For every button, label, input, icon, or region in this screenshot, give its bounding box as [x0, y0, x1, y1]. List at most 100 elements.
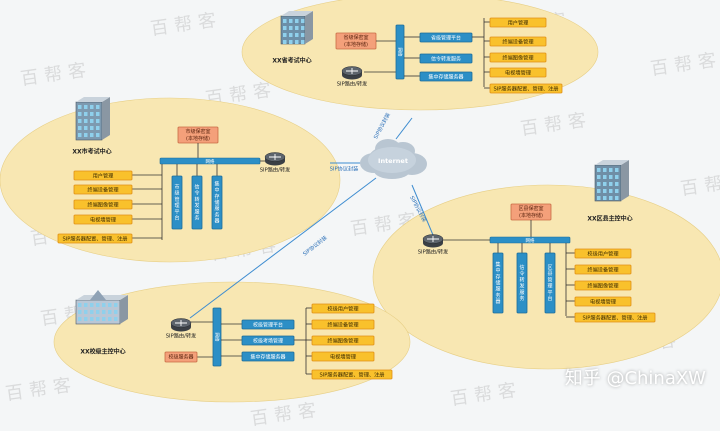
province-right-3 [489, 67, 547, 78]
district-switch-label: 网络 [526, 237, 535, 244]
district-vert-0-char: 器 [495, 299, 500, 305]
internet-cloud [360, 139, 427, 179]
district-vert-0-char: 中 [495, 267, 500, 274]
district-title: XX区县主控中心 [587, 215, 632, 223]
city-vert-2-char: 务 [214, 211, 219, 218]
district-right-1 [574, 264, 632, 275]
district-vert-2-char: 平 [547, 290, 552, 296]
school-mid-1-label: 校级考场管理 [253, 338, 283, 345]
district-vert-2-char: 台 [547, 295, 552, 302]
city-region [0, 97, 341, 263]
school-building [75, 295, 128, 325]
district-vert-0-char: 储 [495, 280, 500, 287]
school-switch-label: 网络 [214, 333, 221, 342]
school-right-1-label: 终端设备管理 [327, 321, 359, 329]
city-vert-1-char: 服 [194, 209, 199, 215]
province-right-0-label: 用户管理 [508, 19, 530, 27]
link-province [395, 117, 413, 140]
district-vert-1 [516, 252, 528, 314]
district-vert-0-char: 存 [495, 273, 500, 280]
city-left-3-label: 电视墙管理 [90, 216, 117, 224]
school-right-2-label: 终端图像管理 [327, 337, 359, 345]
province-mid-0-label: 省级管理平台 [431, 35, 461, 42]
city-left-4-label: SIP服务器配置、管理、注册 [62, 235, 127, 243]
city-vert-1-char: 务 [194, 215, 199, 222]
link-school [189, 177, 377, 319]
city-title: XX市考试中心 [72, 148, 111, 156]
city-building [75, 97, 110, 141]
city-left-2 [73, 199, 133, 210]
district-vert-2-char: 理 [547, 284, 552, 290]
link-label-city: SIP协议封装 [330, 165, 359, 173]
school-router-label: SIP路由/转发 [166, 332, 196, 340]
school-right-3 [311, 351, 375, 362]
school-storage [164, 351, 198, 363]
school-mid-1 [241, 335, 295, 346]
district-right-0 [574, 248, 632, 259]
district-vert-1-char: 信 [519, 264, 524, 271]
province-right-4 [489, 83, 563, 94]
school-mid-2 [241, 351, 295, 362]
city-vert-2-char: 集 [214, 180, 219, 187]
school-mid-0 [241, 319, 295, 330]
city-vert-1 [191, 175, 203, 230]
city-vert-0-char: 管 [174, 196, 179, 203]
city-vert-2-char: 服 [214, 206, 219, 212]
city-vert-0-char: 理 [174, 203, 179, 209]
province-right-0 [489, 17, 547, 28]
city-left-1 [73, 184, 133, 195]
district-right-4-label: SIP服务器配置、管理、注册 [582, 314, 647, 322]
diagram-canvas: InternetSIP协议封装SIP协议封装SIP协议封装SIP协议封装XX省考… [0, 0, 720, 403]
city-vert-2-char: 存 [214, 193, 219, 200]
school-right-2 [311, 335, 375, 346]
province-mid-0 [419, 32, 473, 43]
school-right-0 [311, 303, 375, 314]
province-right-1-label: 终端设备管理 [502, 38, 534, 46]
district-vert-0-char: 集 [495, 261, 500, 268]
province-mid-2 [419, 71, 473, 82]
district-router [422, 234, 444, 248]
province-mid-2-label: 集中存储服务器 [428, 74, 463, 81]
district-vert-1-char: 转 [519, 276, 524, 283]
district-storage-label: 区县保密室 [518, 205, 543, 212]
city-storage-label: 市级保密室 [185, 128, 210, 135]
school-right-3-label: 电视墙管理 [330, 353, 357, 361]
district-router-label: SIP路由/转发 [418, 248, 448, 256]
province-right-1 [489, 36, 547, 47]
province-right-2 [489, 52, 547, 63]
school-switch [212, 307, 222, 367]
district-right-0-label: 校级用户管理 [587, 250, 619, 258]
city-router-label: SIP路由/转发 [260, 166, 290, 174]
city-vert-1-char: 转 [194, 196, 199, 203]
school-storage-label: 校级服务器 [168, 354, 193, 361]
city-storage-label: (本地存储) [186, 135, 210, 142]
city-vert-0-char: 平 [174, 209, 179, 215]
school-right-0-label: 校级用户管理 [327, 305, 359, 313]
district-vert-1-char: 发 [519, 283, 524, 290]
province-right-4-label: SIP服务器配置、管理、注册 [493, 85, 558, 93]
city-vert-1-char: 信 [194, 184, 199, 191]
province-right-3-label: 电视墙管理 [505, 69, 532, 77]
link-label-school: SIP协议封装 [301, 234, 329, 258]
district-vert-2 [544, 252, 556, 314]
province-switch [395, 24, 405, 80]
school-right-1 [311, 319, 375, 330]
province-title: XX省考试中心 [272, 57, 311, 65]
district-vert-2-char: 管 [547, 276, 552, 283]
district-vert-0-char: 服 [495, 287, 500, 293]
province-right-2-label: 终端图像管理 [502, 54, 534, 62]
school-mid-2-label: 集中存储服务器 [250, 354, 285, 361]
district-vert-0 [492, 252, 504, 314]
district-vert-1-char: 服 [519, 290, 524, 296]
province-router-label: SIP路由/转发 [337, 80, 367, 88]
district-right-3-label: 电视墙管理 [590, 298, 617, 306]
district-right-2-label: 终端图像管理 [587, 282, 619, 290]
school-title: XX校级主控中心 [80, 348, 125, 356]
school-router [170, 318, 192, 332]
city-vert-2-char: 储 [214, 199, 219, 206]
footer-credit: 知乎 @ChinaXW [564, 368, 706, 389]
city-left-4 [57, 233, 133, 244]
district-building [594, 160, 629, 202]
district-right-4 [574, 312, 656, 323]
